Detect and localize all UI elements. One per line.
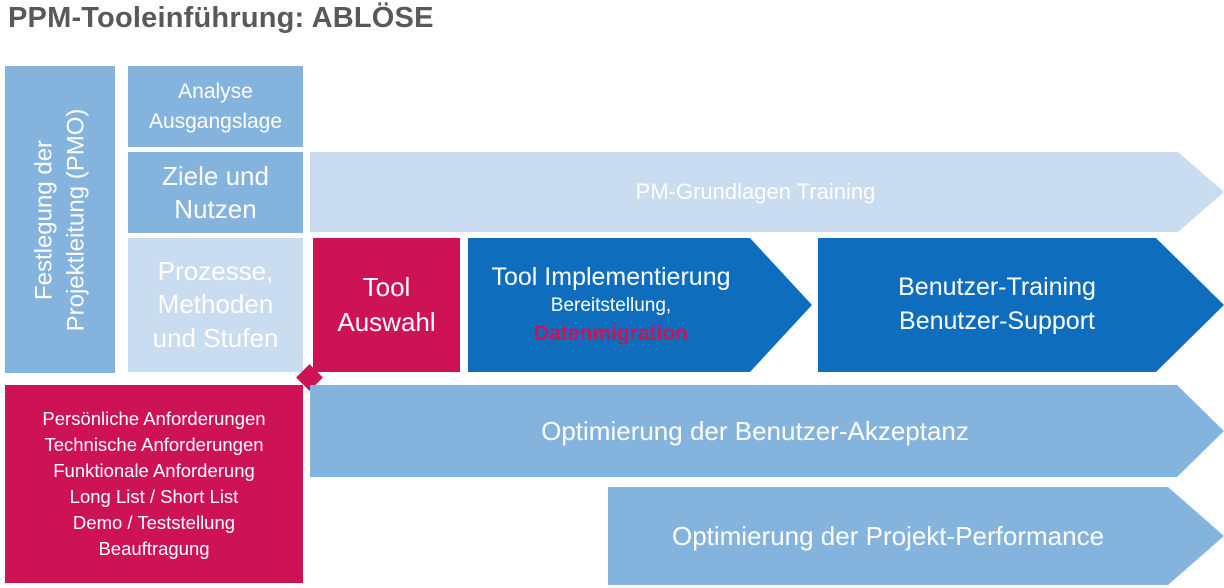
requirement-item: Funktionale Anforderung bbox=[53, 460, 255, 481]
prozesse-methoden-box: Prozesse, Methoden und Stufen bbox=[128, 238, 303, 372]
requirement-item: Long List / Short List bbox=[69, 486, 239, 507]
akzeptanz-label: Optimierung der Benutzer-Akzeptanz bbox=[541, 415, 969, 446]
diagram-title: PPM-Tooleinführung: ABLÖSE bbox=[8, 2, 434, 34]
ziele-nutzen-box: Ziele und Nutzen bbox=[128, 152, 303, 233]
pmo-box: Festlegung der Projektleitung (PMO) bbox=[5, 66, 115, 373]
requirement-item: Persönliche Anforderungen bbox=[42, 408, 266, 429]
requirement-item: Technische Anforderungen bbox=[44, 434, 264, 455]
analyse-label: Analyse Ausgangslage bbox=[148, 80, 283, 133]
requirements-box: Persönliche Anforderungen Technische Anf… bbox=[5, 385, 303, 583]
ziele-label: Ziele und Nutzen bbox=[162, 161, 269, 224]
benutzer-training-support-arrow: Benutzer-Training Benutzer-Support bbox=[818, 238, 1224, 372]
analyse-ausgangslage-box: Analyse Ausgangslage bbox=[128, 66, 303, 147]
bereitstellung-label: Bereitstellung, bbox=[550, 295, 672, 317]
benutzer-support-label: Benutzer-Support bbox=[899, 307, 1095, 335]
benutzer-training-label: Benutzer-Training bbox=[898, 273, 1096, 302]
prozesse-label: Prozesse, Methoden und Stufen bbox=[152, 256, 279, 353]
projekt-performance-arrow: Optimierung der Projekt-Performance bbox=[608, 487, 1224, 585]
datenmigration-highlight: Datenmigration bbox=[533, 321, 688, 345]
tool-implementierung-arrow: Tool Implementierung Bereitstellung, Dat… bbox=[468, 238, 812, 372]
tool-auswahl-label: Tool Auswahl bbox=[337, 271, 436, 337]
tool-implementierung-title: Tool Implementierung bbox=[491, 262, 731, 291]
pmo-label: Festlegung der Projektleitung (PMO) bbox=[30, 108, 89, 331]
requirement-item: Beauftragung bbox=[98, 538, 210, 559]
requirement-item: Demo / Teststellung bbox=[72, 512, 236, 533]
benutzer-akzeptanz-arrow: Optimierung der Benutzer-Akzeptanz bbox=[310, 385, 1224, 477]
tool-auswahl-box: Tool Auswahl bbox=[313, 238, 460, 372]
pm-training-label: PM-Grundlagen Training bbox=[635, 179, 876, 204]
performance-label: Optimierung der Projekt-Performance bbox=[671, 520, 1105, 551]
pm-grundlagen-training-arrow: PM-Grundlagen Training bbox=[310, 152, 1224, 232]
